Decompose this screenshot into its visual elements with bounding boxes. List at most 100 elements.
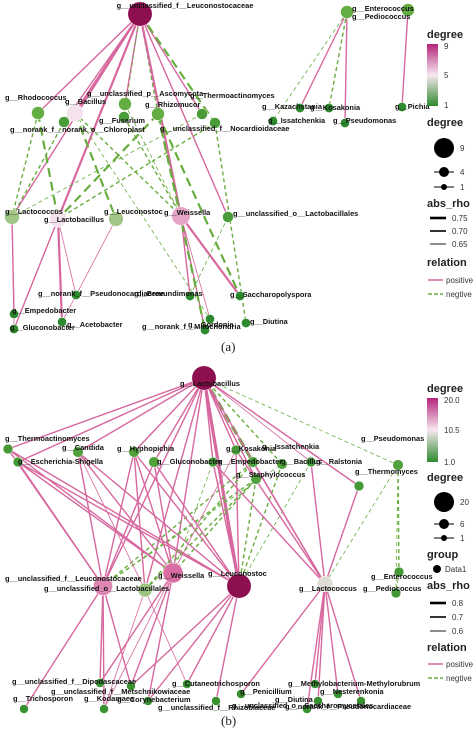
panel-b-node-thmy xyxy=(353,480,365,492)
panel-b-edge-lacb-esch xyxy=(17,377,205,463)
panel-a-edge-bac-nmit xyxy=(74,112,211,320)
panel-b-node-lacb xyxy=(191,365,217,391)
panel-b-nodes: g__Lactobacillusg__Thermoactinomycesg__E… xyxy=(2,365,433,714)
legend-b-size-title: degree xyxy=(427,472,463,484)
panel-a-edge-leu-nchl xyxy=(63,13,141,123)
panel-a-node-diu xyxy=(241,318,251,328)
panel-a-edge-lacb-npse xyxy=(57,218,77,296)
panel-a-node-ped xyxy=(340,5,354,19)
legend-a-degree-tick-high: 9 xyxy=(444,42,449,51)
panel-b-node-iss xyxy=(247,456,259,468)
panel-b-edge-lacb-ral xyxy=(203,377,312,463)
panel-b-node-label-tri: g__Trichosporon xyxy=(13,694,73,703)
panel-a-node-sac xyxy=(235,291,245,301)
legend-a-absrho-1: 0.75 xyxy=(452,214,468,223)
panel-a-edge-noc-lacb xyxy=(57,122,216,220)
panel-b-node-label-emp: g__Empedobacter xyxy=(218,457,282,466)
panel-b-edge-lac-pse xyxy=(324,464,399,585)
panel-b-edge-leu-cor xyxy=(147,585,240,702)
panel-a-node-label-glu: g__Gluconobacter xyxy=(10,323,75,332)
panel-b-node-diu xyxy=(302,704,312,714)
panel-b-edge-lacb-uncl xyxy=(144,377,205,591)
panel-b-node-label-leuc: g__unclassified_f__Leuconostocaceae xyxy=(5,574,142,583)
legend-a-colorbar xyxy=(427,44,438,106)
panel-b-edge-wei-emp xyxy=(172,461,214,574)
panel-a-edge-uncl-bre xyxy=(189,216,229,297)
panel-b-node-wei xyxy=(162,562,184,584)
legend-b-size-label-mid: 6 xyxy=(460,520,465,529)
panel-a-node-noc xyxy=(209,117,221,129)
panel-b-edge-lacb-cand xyxy=(77,377,205,453)
panel-a-node-label-gor: g__Gordonia xyxy=(188,320,234,329)
legend-a-degree-tick-mid: 5 xyxy=(444,71,449,80)
panel-a-node-lacb xyxy=(49,210,67,228)
legend-a-size-label-small: 1 xyxy=(460,183,465,192)
panel-b-edge-lac-nes xyxy=(324,583,339,695)
panel-b-node-rhiz xyxy=(211,696,221,706)
panel-a-node-npse xyxy=(71,290,81,300)
panel-b-node-pse xyxy=(392,459,404,471)
panel-b-node-kod xyxy=(99,704,109,714)
panel-b-node-nes xyxy=(333,689,343,699)
panel-b-node-thermo xyxy=(2,443,14,455)
panel-a-node-bre xyxy=(185,291,195,301)
panel-a-node-label-uncl: g__unclassified_o__Lactobacillales xyxy=(233,209,358,218)
panel-b-edge-leu-ral xyxy=(238,461,312,587)
panel-a-node-nchl xyxy=(58,116,70,128)
legend-a-absrho-title: abs_rho xyxy=(427,198,470,210)
panel-b-edge-leuc-cand xyxy=(77,451,104,587)
panel-b-node-label-leu: g__Leuconostoc xyxy=(208,569,267,578)
panel-a-node-label-iss: g__Issatchenkia xyxy=(268,116,326,125)
panel-a-node-label-bre: g__Brevundimonas xyxy=(134,289,203,298)
panel-a-node-uncl xyxy=(222,211,234,223)
panel-a-edge-leu-rho xyxy=(37,13,141,114)
panel-b-edge-lac-npse xyxy=(324,583,362,702)
panel-a-node-ent xyxy=(401,3,415,17)
panel-b-edge-leuc-tri xyxy=(23,585,104,710)
panel-a-edge-noc-diu xyxy=(214,122,247,324)
panel-b-node-cut xyxy=(182,679,192,689)
panel-a-edge-ped-iss xyxy=(272,11,348,122)
panel-b-node-label-iss: g__Issatchenkia xyxy=(262,442,320,451)
legend-a-size-label-large: 9 xyxy=(460,144,465,153)
panel-a-node-kos xyxy=(324,103,334,113)
panel-b-node-label-lac: g__Lactococcus xyxy=(299,584,357,593)
panel-a-edge-rho-lacb xyxy=(36,112,60,220)
legend-b-degree-tick-low: 1.0 xyxy=(444,458,456,467)
panel-a-node-glu xyxy=(9,324,19,334)
panel-a-edge-lacb-ace xyxy=(56,218,64,323)
panel-b-node-label-nes: g__Nesterenkonia xyxy=(320,687,385,696)
panel-b-edge-leu-metsch xyxy=(130,585,240,687)
panel-a-node-label-leuc: g__Leuconostoc xyxy=(104,207,163,216)
panel-a-node-label-kaz: g__Kazachstania xyxy=(262,102,323,111)
panel-a-edge-ped-kos xyxy=(328,11,348,109)
legend-b-size-circle-small xyxy=(441,535,447,541)
panel-b-node-label-dip: g__unclassified_f__Dipodascaceae xyxy=(12,677,136,686)
legend-b-size-circle-mid xyxy=(439,519,449,529)
panel-a-node-rho xyxy=(31,106,45,120)
panel-b-node-bac xyxy=(276,458,288,470)
legend-b-group-marker xyxy=(433,565,441,573)
panel-b-node-hyp xyxy=(128,446,140,458)
panel-b-edge-lacb-bac xyxy=(203,377,283,465)
panel-b-node-label-lacb: g__Lactobacillus xyxy=(180,379,240,388)
panel-b-edge-lacb-pse xyxy=(203,377,399,466)
panel-a-node-leu xyxy=(127,1,153,27)
panel-b-node-esch xyxy=(12,456,24,468)
panel-b-edge-wei-dip xyxy=(99,572,174,684)
legend-b-colorbar xyxy=(427,398,438,462)
panel-b-node-tri xyxy=(19,704,29,714)
panel-b-node-label-gluc: g__Gluconobacter xyxy=(157,457,222,466)
legend-b-absrho-title: abs_rho xyxy=(427,580,470,592)
panel-b-node-metsch xyxy=(126,681,136,691)
panel-a-node-label-pic: g__Pichia xyxy=(395,102,430,111)
panel-a-edge-wei-sac xyxy=(180,215,241,297)
panel-a-edge-bac-wei xyxy=(74,112,182,217)
legend-b-absrho-3: 0.6 xyxy=(452,627,464,636)
panel-b-edge-wei-cand xyxy=(77,451,174,574)
panel-a-edge-wei-nmit xyxy=(180,215,211,320)
panel-b-node-leu xyxy=(226,573,252,599)
panel-a-edge-leu-uncl xyxy=(139,13,229,218)
legend-a-size-circle-small xyxy=(441,184,447,190)
panel-a-node-gor xyxy=(200,325,210,335)
